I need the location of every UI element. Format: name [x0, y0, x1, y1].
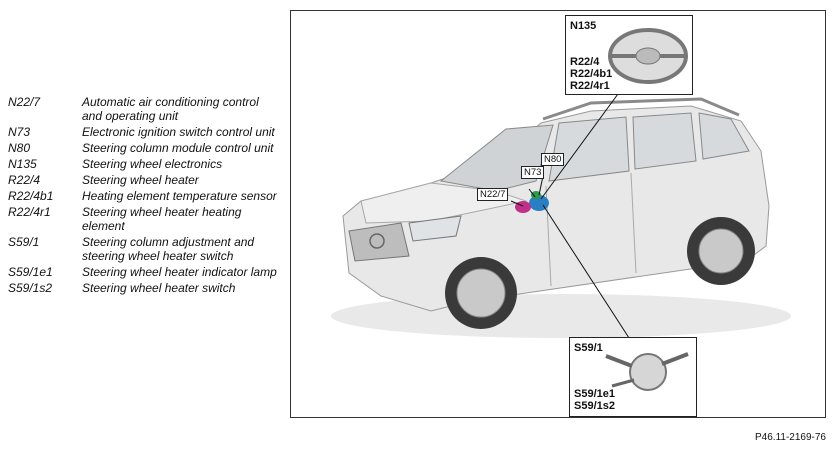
legend-description: Steering column adjustment and steering …	[82, 235, 255, 263]
wheel-label-r22-4b1: R22/4b1	[570, 68, 613, 80]
figure-reference: P46.11-2169-76	[755, 432, 826, 443]
legend-code: S59/1	[8, 235, 40, 249]
legend-code: R22/4b1	[8, 189, 54, 203]
switch-label-s59-1e1: S59/1e1	[574, 388, 615, 400]
legend-description: Steering wheel heater	[82, 173, 199, 187]
legend-row: S59/1s2 Steering wheel heater switch	[8, 281, 278, 295]
legend-row: N73 Electronic ignition switch control un…	[8, 125, 278, 139]
legend: N22/7 Automatic air conditioning control …	[8, 95, 278, 297]
legend-row: N22/7 Automatic air conditioning control …	[8, 95, 278, 123]
legend-code: N135	[8, 157, 37, 171]
tag-n73: N73	[521, 166, 545, 179]
tag-n80: N80	[541, 153, 565, 166]
legend-row: S59/1e1 Steering wheel heater indicator l…	[8, 265, 278, 279]
legend-code: N73	[8, 125, 31, 139]
steering-wheel-icon	[608, 28, 688, 84]
illustration-frame: N135 R22/4 R22/4b1 R22/4r1 S59/1 S59/1e1…	[290, 10, 826, 418]
legend-description: Heating element temperature sensor	[82, 189, 277, 203]
legend-description: Steering column module control unit	[82, 141, 274, 155]
legend-description: Steering wheel heater switch	[82, 281, 236, 295]
wheel-title: N135	[570, 20, 597, 32]
legend-row: N80 Steering column module control unit	[8, 141, 278, 155]
legend-description: Automatic air conditioning control and o…	[82, 95, 259, 123]
column-switch-icon	[605, 352, 689, 391]
legend-code: S59/1e1	[8, 265, 53, 279]
legend-row: N135 Steering wheel electronics	[8, 157, 278, 171]
legend-description: Steering wheel heater heating element	[82, 205, 242, 233]
legend-row: R22/4 Steering wheel heater	[8, 173, 278, 187]
wheel-label-r22-4: R22/4	[570, 56, 600, 68]
legend-description: Electronic ignition switch control unit	[82, 125, 275, 139]
switch-title: S59/1	[574, 342, 603, 354]
switch-inset: S59/1 S59/1e1 S59/1s2	[569, 337, 697, 417]
legend-description: Steering wheel heater indicator lamp	[82, 265, 277, 279]
wheel-label-r22-4r1: R22/4r1	[570, 80, 610, 92]
legend-row: R22/4r1 Steering wheel heater heating ele…	[8, 205, 278, 233]
legend-code: R22/4r1	[8, 205, 51, 219]
legend-row: R22/4b1 Heating element temperature senso…	[8, 189, 278, 203]
tag-n22-7: N22/7	[477, 188, 509, 201]
switch-label-s59-1s2: S59/1s2	[574, 400, 615, 412]
legend-code: N22/7	[8, 95, 41, 109]
vehicle-illustration	[331, 82, 791, 342]
steering-wheel-inset: N135 R22/4 R22/4b1 R22/4r1	[565, 15, 693, 95]
legend-code: R22/4	[8, 173, 41, 187]
legend-row: S59/1 Steering column adjustment and stee…	[8, 235, 278, 263]
legend-description: Steering wheel electronics	[82, 157, 223, 171]
legend-code: N80	[8, 141, 31, 155]
legend-code: S59/1s2	[8, 281, 53, 295]
